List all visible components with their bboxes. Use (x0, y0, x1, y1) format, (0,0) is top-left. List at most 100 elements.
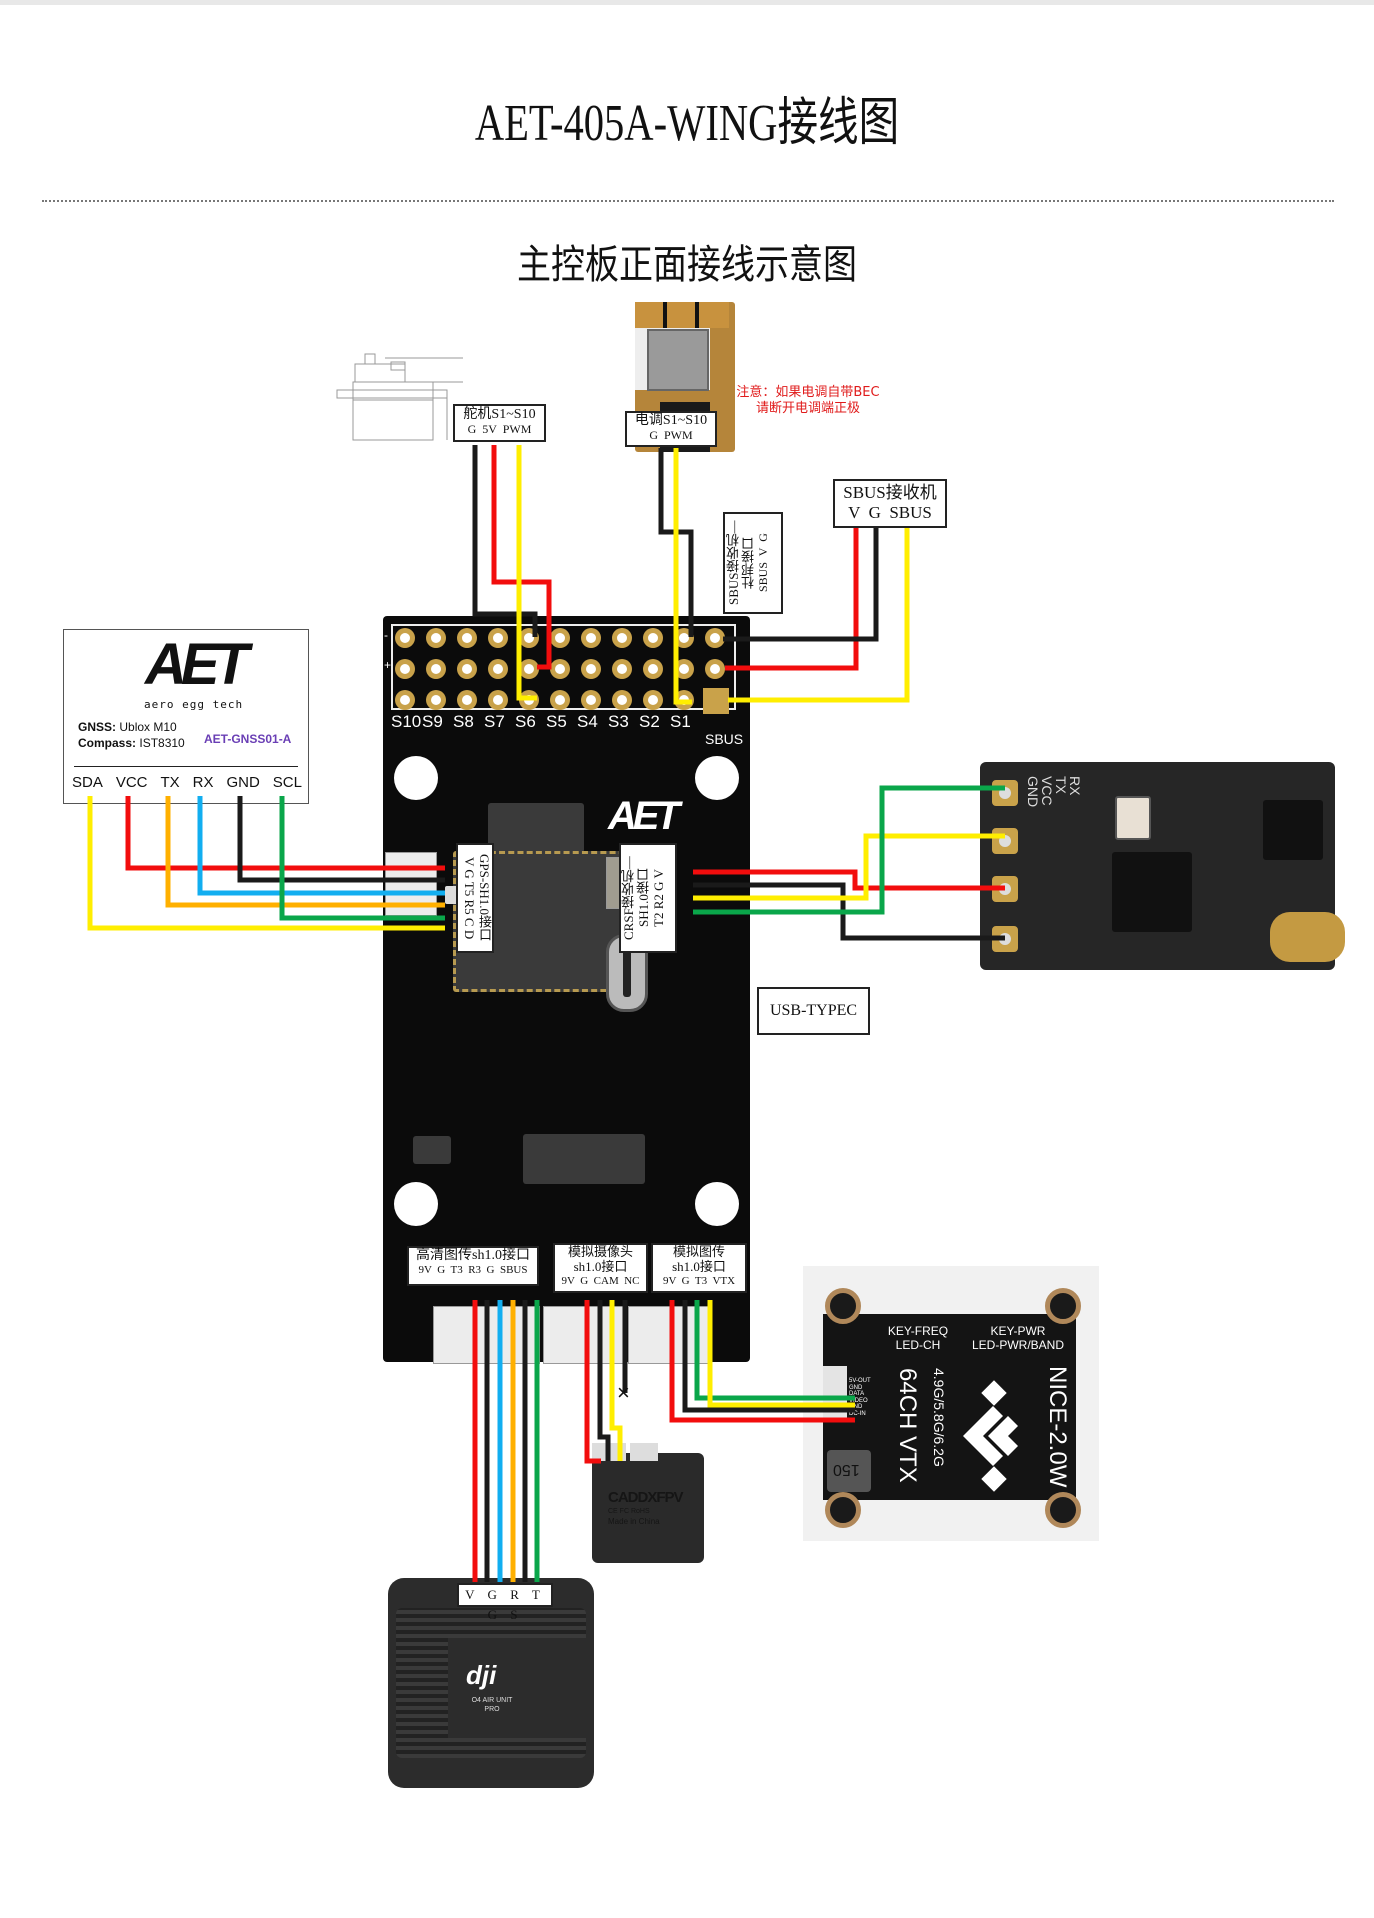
sbus-power-wire (725, 528, 859, 671)
header-pin (581, 690, 601, 710)
gps-gnd-wire (237, 796, 445, 883)
servo-pin-label: S5 (546, 712, 567, 731)
vtx-pin-gnd2: GND (849, 1404, 863, 1411)
esc-bec-note-line2: 请断开电调端正极 (755, 401, 860, 417)
header-pin (581, 659, 601, 679)
analog-vtx-port-label-line2: sh1.0接口 (672, 1258, 726, 1274)
mount-hole (394, 756, 438, 800)
dji-model-line2: PRO (484, 1706, 500, 1714)
gps-port-label-line2: V G T5 R5 C D (462, 856, 478, 940)
servo-pin-label: S1 (670, 712, 691, 731)
gnss-module: AET aero egg tech GNSS: Ublox M10 Compas… (63, 629, 309, 804)
servo-pin-label: S3 (608, 712, 629, 731)
vtx-key-freq-label: KEY-FREQ (887, 1324, 949, 1338)
gnss-separator (74, 766, 298, 767)
header-pin (488, 690, 508, 710)
header-pin (488, 659, 508, 679)
crsf-pin-label-rx: RX (1067, 776, 1083, 796)
gnss-pin-rx: RX (192, 774, 214, 791)
gps-port-label-line1: GPS-SH1.0接口 (477, 854, 492, 942)
header-pin (488, 628, 508, 648)
header-pin (395, 659, 415, 679)
gps-scl-wire (279, 796, 445, 921)
analog-vtx-port-label: 模拟图传 sh1.0接口 9V G T3 VTX (651, 1243, 747, 1293)
vtx-mount-hole (825, 1288, 861, 1324)
dji-model-line1: O4 AIR UNIT (471, 1697, 513, 1704)
header-pin (643, 628, 663, 648)
header-pin (457, 628, 477, 648)
gnss-spec-gnss-label: GNSS: (78, 720, 117, 734)
vtx-mount-hole (1045, 1492, 1081, 1528)
vtx-bands: 4.9G/5.8G/6.2G (931, 1368, 947, 1467)
vtx-video-wire (707, 1300, 855, 1408)
small-chip (413, 1136, 451, 1164)
usb-c-slot (623, 949, 631, 997)
sbus-signal-wire (728, 528, 910, 703)
top-bar (0, 0, 1374, 5)
camera-video-wire (609, 1300, 623, 1461)
crsf-pin-label-vcc: VCC (1039, 776, 1055, 806)
board-logo: AET (608, 794, 680, 838)
vtx-mount-hole (1045, 1288, 1081, 1324)
crsf-pad-rx (992, 780, 1018, 806)
gnss-pin-tx: TX (160, 774, 180, 791)
servo-label-pins: G 5V PWM (467, 422, 532, 437)
crsf-rx-wire (693, 785, 1005, 915)
vtx-pin-video: VIDEO (849, 1397, 868, 1404)
sbus-pin-label: SBUS (705, 731, 744, 747)
sbus-receiver-label: SBUS接收机 V G SBUS (833, 479, 947, 528)
header-pin (426, 628, 446, 648)
crsf-antenna-connector (1270, 912, 1345, 962)
camera-port-label-line3: 9V G CAM NC (561, 1274, 640, 1287)
vtx-logo-icon (963, 1380, 1018, 1492)
header-pin (705, 659, 725, 679)
vtx-led-ch-label: LED-CH (895, 1338, 941, 1353)
gnss-spec-gnss: GNSS: Ublox M10 (78, 719, 185, 735)
gnss-pin-row: SDA VCC TX RX GND SCL (72, 774, 302, 791)
gps-rx-wire (197, 796, 445, 896)
vtx-key-pwr: KEY-PWR LED-PWR/BAND (963, 1324, 1073, 1353)
camera-origin: Made in China (608, 1517, 660, 1526)
gnss-pin-scl: SCL (272, 774, 302, 791)
header-pin (550, 628, 570, 648)
header-pin (550, 659, 570, 679)
gps-port-label: GPS-SH1.0接口 V G T5 R5 C D (456, 843, 494, 953)
dji-pin-label: V G R T G S (457, 1583, 553, 1622)
camera-gnd-wire (597, 1300, 611, 1461)
servo-pin-label: S7 (484, 712, 505, 731)
vtx-pin-data: DATA (849, 1391, 865, 1398)
servo-power-wire (491, 445, 552, 670)
camera-port-label: 模拟摄像头 sh1.0接口 9V G CAM NC (553, 1243, 648, 1293)
sbus-receiver-title: SBUS接收机 (843, 483, 937, 502)
esc-label-pins: G PWM (649, 428, 693, 443)
vtx-data-wire (694, 1300, 855, 1401)
vtx-gnd-wire (682, 1300, 855, 1413)
esc-pad (699, 302, 729, 328)
servo-pin-label: S9 (422, 712, 443, 731)
crsf-pad-tx (992, 828, 1018, 854)
gps-sda-wire (87, 796, 445, 931)
gnss-pin-sda: SDA (72, 774, 103, 791)
header-pin (643, 690, 663, 710)
header-pin (643, 659, 663, 679)
dji-model: O4 AIR UNIT PRO (448, 1696, 536, 1714)
header-pin (550, 690, 570, 710)
header-pin (457, 690, 477, 710)
crsf-main-chip (1112, 852, 1192, 932)
crsf-tx-wire (693, 833, 1005, 901)
servo-signal-wire (516, 445, 537, 701)
gnss-tagline: aero egg tech (144, 698, 244, 711)
servo-label-title: 舵机S1~S10 (463, 407, 536, 422)
header-pin (612, 659, 632, 679)
crsf-receiver: RX TX VCC GND (980, 762, 1345, 970)
dji-center (448, 1638, 594, 1738)
gnss-logo: AET (145, 632, 249, 697)
dji-air-unit: dji O4 AIR UNIT PRO (388, 1578, 594, 1788)
sbus-receiver-pins: V G SBUS (848, 502, 932, 522)
gnss-spec: GNSS: Ublox M10 Compass: IST8310 (78, 719, 185, 751)
camera-connector-right (630, 1443, 658, 1461)
esc-pad (667, 302, 699, 328)
camera-brand: CADDXFPV (608, 1489, 684, 1506)
servo-pin-label: S6 (515, 712, 536, 731)
